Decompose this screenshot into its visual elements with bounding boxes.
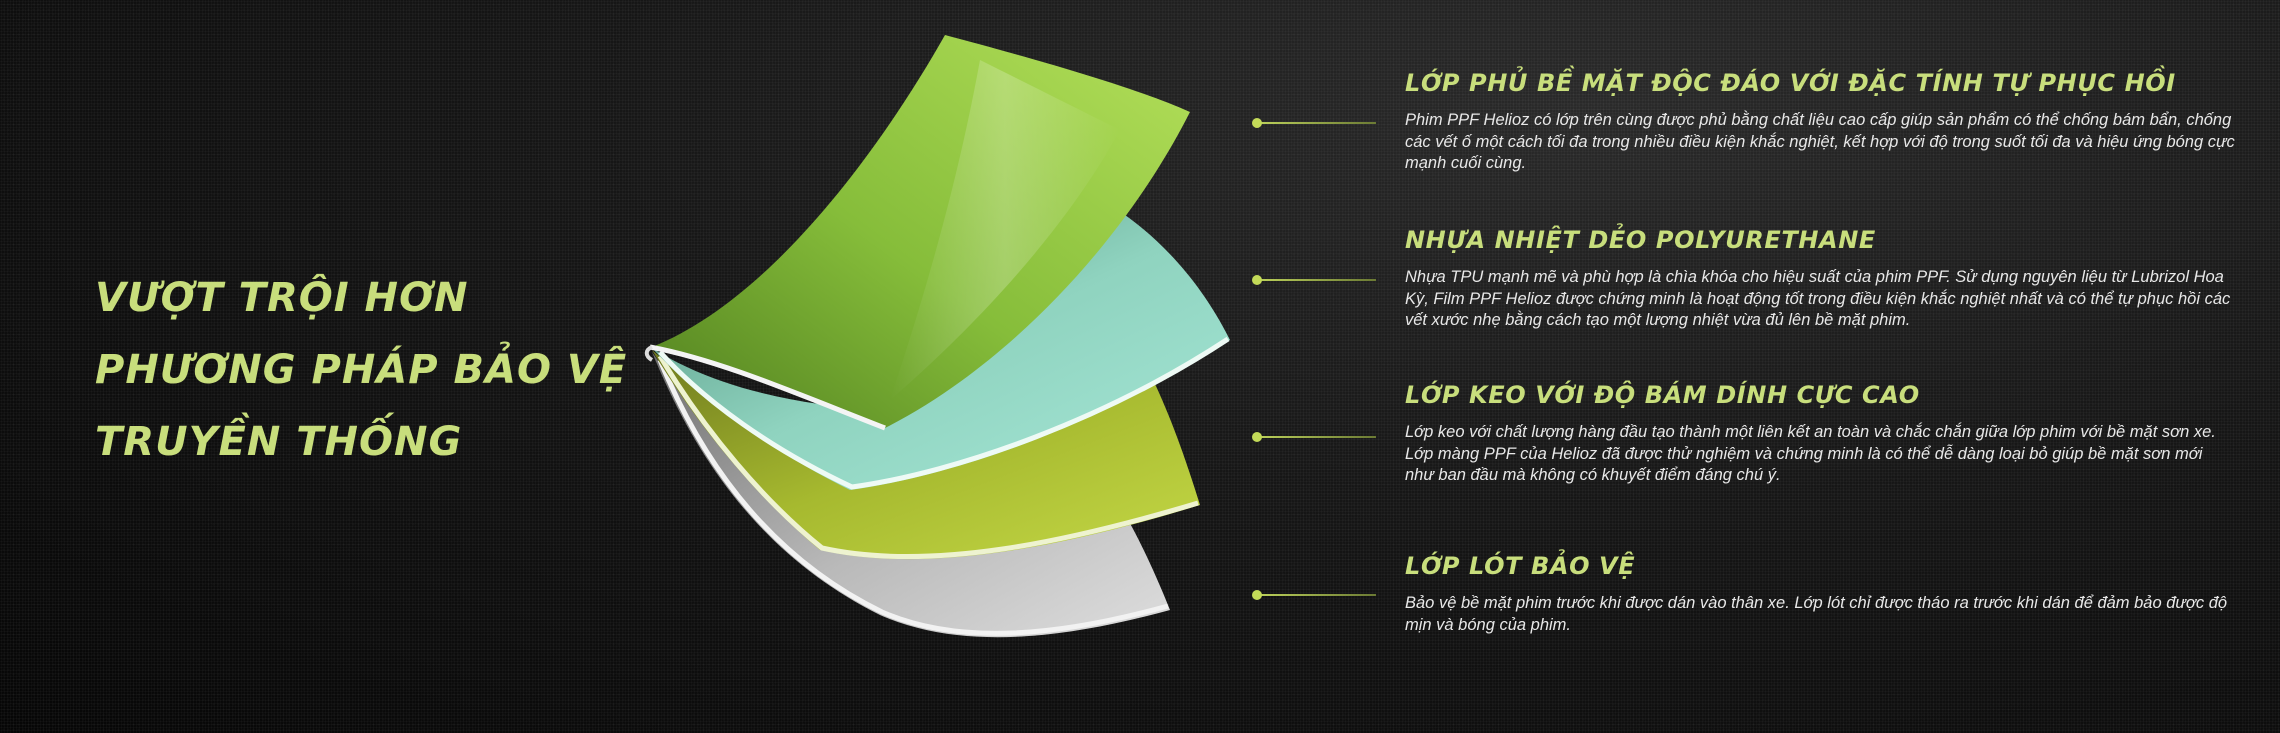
feature-title: NHỰA NHIỆT DẺO POLYURETHANE (1405, 226, 1876, 254)
feature-description: Lớp keo với chất lượng hàng đầu tạo thàn… (1405, 423, 2216, 484)
feature-description: Phim PPF Helioz có lớp trên cùng được ph… (1405, 111, 2235, 172)
feature-title: LỚP PHỦ BỀ MẶT ĐỘC ĐÁO VỚI ĐẶC TÍNH TỰ P… (1405, 69, 2176, 97)
feature-protective-liner: LỚP LÓT BẢO VỆ Bảo vệ bề mặt phim trước … (1405, 551, 2235, 636)
feature-title: LỚP LÓT BẢO VỆ (1405, 552, 1636, 580)
feature-title: LỚP KEO VỚI ĐỘ BÁM DÍNH CỰC CAO (1405, 381, 1920, 409)
layer-top-coat (649, 35, 1190, 431)
connector-line-4 (1252, 590, 1376, 600)
feature-description: Bảo vệ bề mặt phim trước khi được dán và… (1405, 594, 2228, 634)
layer-polyurethane (652, 215, 1230, 490)
feature-top-coat: LỚP PHỦ BỀ MẶT ĐỘC ĐÁO VỚI ĐẶC TÍNH TỰ P… (1405, 68, 2235, 175)
headline-line-1: VƯỢT TRỘI HƠN (95, 275, 469, 321)
layers-fold-edge (644, 345, 654, 362)
layers-illustration (644, 35, 1230, 638)
headline: VƯỢT TRỘI HƠN PHƯƠNG PHÁP BẢO VỆ TRUYỀN … (95, 262, 627, 478)
connector-line-2 (1252, 275, 1376, 285)
feature-adhesive: LỚP KEO VỚI ĐỘ BÁM DÍNH CỰC CAO Lớp keo … (1405, 380, 2235, 487)
headline-line-2: PHƯƠNG PHÁP BẢO VỆ (95, 347, 628, 393)
feature-polyurethane: NHỰA NHIỆT DẺO POLYURETHANE Nhựa TPU mạn… (1405, 225, 2235, 332)
connector-line-1 (1252, 118, 1376, 128)
feature-description: Nhựa TPU mạnh mẽ và phù hợp là chìa khóa… (1405, 268, 2231, 329)
headline-line-3: TRUYỀN THỐNG (95, 419, 463, 465)
layer-protective-liner (652, 352, 1170, 638)
connector-line-3 (1252, 432, 1376, 442)
